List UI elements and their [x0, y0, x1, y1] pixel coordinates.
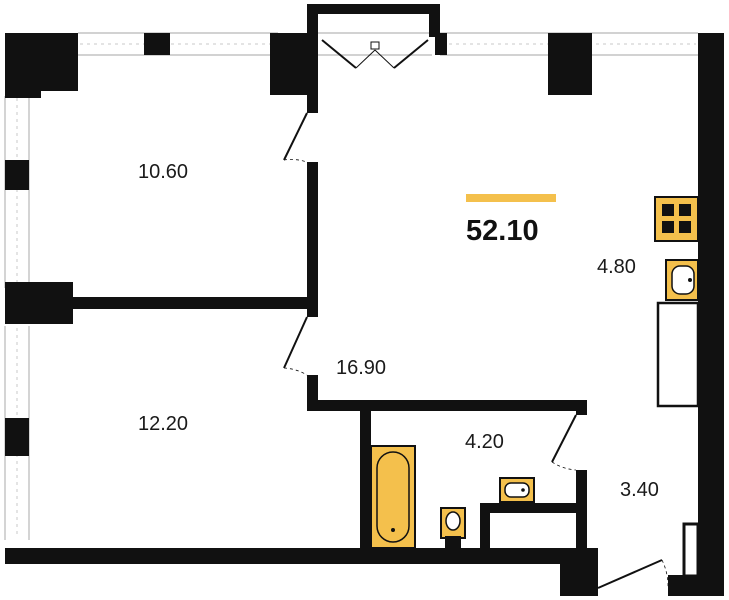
toilet-icon: [440, 507, 466, 548]
hallway-wardrobe: [682, 522, 700, 578]
room-area-living: 16.90: [336, 357, 386, 379]
total-area-label: 52.10: [466, 215, 539, 247]
kitchen-sink-icon: [665, 259, 699, 301]
refrigerator: [656, 301, 700, 408]
room-area-bedroom-top: 10.60: [138, 161, 188, 183]
bathtub-icon: [370, 445, 416, 549]
window-dash-marks: [16, 43, 696, 538]
room-area-hallway: 3.40: [620, 479, 659, 501]
windows: [4, 32, 698, 540]
room-area-bathroom: 4.20: [465, 431, 504, 453]
stove-icon: [654, 196, 699, 242]
room-area-kitchen: 4.80: [597, 256, 636, 278]
door-swing-icon: [283, 39, 669, 589]
total-area-accent-bar: [466, 194, 556, 202]
balcony-handle-icon: [370, 41, 380, 50]
washbasin-icon: [499, 477, 535, 503]
walls: [5, 4, 724, 596]
room-area-bedroom-bottom: 12.20: [138, 413, 188, 435]
